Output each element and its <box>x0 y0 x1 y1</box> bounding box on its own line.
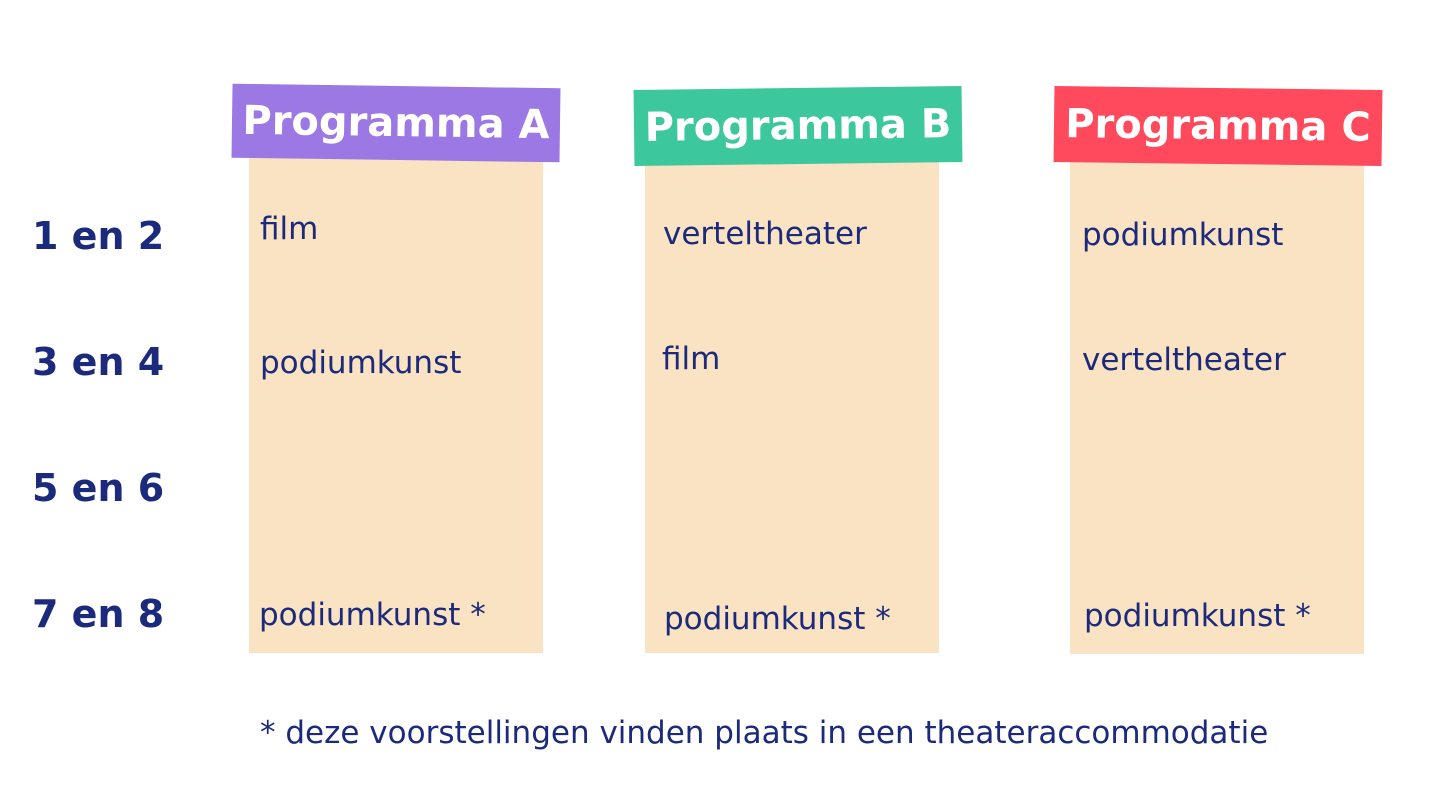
program-c-cell-2: verteltheater <box>1082 342 1286 378</box>
program-c-cell-1: podiumkunst <box>1082 217 1284 253</box>
program-c-header: Programma C <box>1053 85 1383 167</box>
row-label-7-8: 7 en 8 <box>32 592 165 636</box>
program-c-title: Programma C <box>1064 101 1372 151</box>
program-a-header: Programma A <box>231 83 561 163</box>
row-label-1-2: 1 en 2 <box>32 214 165 258</box>
program-b-cell-1: verteltheater <box>663 216 867 252</box>
program-a-cell-4: podiumkunst * <box>259 597 486 633</box>
program-a-cell-2: podiumkunst <box>260 345 462 381</box>
program-a-title: Programma A <box>242 97 550 149</box>
program-b-title: Programma B <box>644 101 952 151</box>
program-a-cell-1: film <box>260 211 319 247</box>
program-b-cell-2: film <box>662 341 721 377</box>
footnote: * deze voorstellingen vinden plaats in e… <box>260 715 1269 751</box>
program-b-column <box>645 150 939 653</box>
program-c-column <box>1070 150 1364 654</box>
program-a-column <box>249 150 543 653</box>
program-b-cell-4: podiumkunst * <box>664 601 891 637</box>
row-label-5-6: 5 en 6 <box>32 466 165 510</box>
program-c-cell-4: podiumkunst * <box>1084 598 1311 634</box>
row-label-3-4: 3 en 4 <box>32 340 165 384</box>
program-b-header: Programma B <box>633 85 963 167</box>
